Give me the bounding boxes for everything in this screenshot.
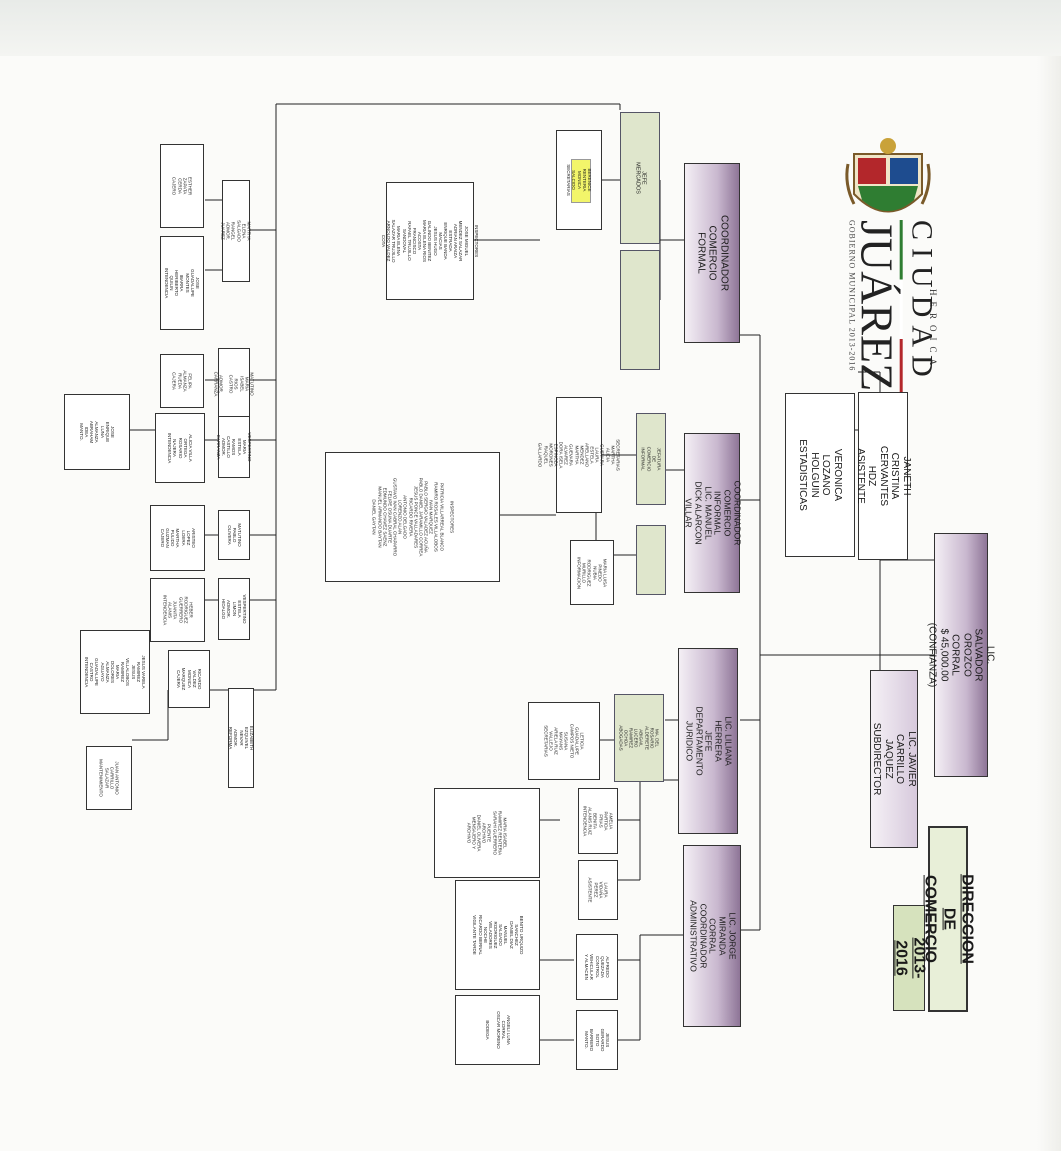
hidalgo-matutino-label: MATUTINO PABLO OLIVERA (226, 523, 242, 547)
mercado-juarez-label: MARTHA ELENA SALGADO RANGEL ADMOR. JUARE… (220, 220, 252, 242)
director-box: LIC. SALVADOR OROZCO CORRAL $ 45,000.00 … (927, 533, 996, 777)
jefe-mercados-label: JEFE MERCADOS (634, 162, 647, 194)
coord-admin-label: LIC. JORGE MIRANDA CORRAL COORDINADOR AD… (688, 900, 738, 972)
reforma-mantenimiento-label: JUAN ANTONIO CARRILLO SALAZAR MANTENIMIE… (98, 759, 120, 797)
logo-wordmark: CIUDAD JUÁREZ GOBIERNO MUNICIPAL 2013-20… (847, 220, 939, 400)
assistant-label: JANETH CRISTINA CERVANTES HDZ ASISTENTE (854, 445, 912, 507)
hidalgo-cajero-box: ARISTEO LOPEZ LOERA MARTHA PULIDO GUZMAN… (150, 505, 205, 571)
maintenance-box: JESUS GERARDO SOTO BARRERO MANTO. (576, 1010, 618, 1070)
title-box: DIRECCION DE COMERCIO (922, 826, 976, 1012)
assistant-admin-label: LAURA VIDAÑA PEREZ ASISTENTE (587, 877, 609, 903)
carranza-vespertino-box: VESPERTINO MARIA ESTELA RAMOS CASTILLO A… (216, 416, 253, 478)
carranza-intendencia-box: ALICIA VILLA ORTEGA ROSARIO NAJERA INTEN… (155, 413, 205, 483)
page-title: DIRECCION DE COMERCIO (921, 874, 976, 964)
night-guards-box: BENITO URQUIZO SANCHEZ DANIEL DIAZ MANUE… (455, 880, 540, 990)
mercado-juarez-box: MARTHA ELENA SALGADO RANGEL ADMOR. JUARE… (220, 180, 252, 282)
statistics-label: VERONICA LOZANO HOLGUIN ESTADISTICAS (797, 439, 844, 511)
formal-secretaries-label: BERENICE RENTERIA MONICA SALCIDO SECRETA… (566, 164, 592, 196)
hidalgo-matutino-box: MATUTINO PABLO OLIVERA (218, 510, 250, 560)
coord-admin-box: LIC. JORGE MIRANDA CORRAL COORDINADOR AD… (683, 845, 741, 1027)
director-label: LIC. SALVADOR OROZCO CORRAL $ 45,000.00 … (927, 622, 996, 688)
carranza-cajera-box: FELIPA ALMANZA RUEDA CAJERA (160, 354, 204, 408)
carranza-matutino-label: MATUTINO MARIA ISABEL RIOS CASTRO ADMOR.… (213, 371, 255, 397)
subdirector-label: LIC. JAVIER CARRILLO JAQUEZ SUBDIRECTOR (871, 722, 918, 796)
assistant-box: JANETH CRISTINA CERVANTES HDZ ASISTENTE (855, 392, 912, 560)
vehicle-control-box: ALFREDO QUEZADA CONTROL VEHICULAR Y ALMA… (576, 934, 618, 1000)
statistics-box: VERONICA LOZANO HOLGUIN ESTADISTICAS (785, 393, 855, 557)
jefatura-informal-box: JEFATURA DE COMERCIO INFORMAL (636, 413, 666, 505)
coord-informal-label: COORDINADOR COMERCIO INFORMAL LIC. MANUE… (683, 480, 743, 546)
jefatura-informal-label: JEFATURA DE COMERCIO INFORMAL (640, 446, 662, 472)
informal-secretaries-box: SECRETARIAS MARTHA ALICIA GUEVARA LAURA … (538, 397, 620, 513)
informacion-box: MARIA LUISA PINEDO NUBIA RODRIGUEZ MURIL… (570, 540, 614, 605)
formal-inspectors-label: INSPECTORES JOSE MIGUEL MENDEZ SALAZAR A… (381, 219, 480, 263)
reforma-intendencia-label: JESUS VARELA RAMIREZ JESUS VILLALOBOS RA… (84, 655, 147, 689)
informal-vacant-box (636, 525, 666, 595)
hidalgo-cajero-label: ARISTEO LOPEZ LOERA MARTHA PULIDO GUZMAN… (159, 528, 196, 548)
informal-inspectors-label: INSPECTORES PATRICIA VILLARREAL BLANCO R… (371, 477, 454, 557)
archive-box: MARIA ISABEL RAMIREZ RENTERIA SARAHI GUE… (434, 788, 540, 878)
hidalgo-vespertino-box: VESPERTINO ESTELA LIMON ADMOR. HIDALGO (218, 578, 250, 640)
coord-formal-label: COORDINADOR COMERCIO FORMAL (695, 214, 730, 292)
coord-informal-box: COORDINADOR COMERCIO INFORMAL LIC. MANUE… (683, 433, 743, 593)
informacion-label: MARIA LUISA PINEDO NUBIA RODRIGUEZ MURIL… (576, 556, 608, 589)
reforma-cajera-box: RICARDO VALDEZ MONICA MARQUEZ CAJERA (168, 650, 210, 708)
formal-secretaries-box: BERENICE RENTERIA MONICA SALCIDO SECRETA… (556, 130, 602, 230)
carranza-mantenimiento-box: JOSE ENRIQUE LUNA ALMANZA ABRAHAM IDEA M… (64, 394, 130, 470)
reforma-cajera-label: RICARDO VALDEZ MONICA MARQUEZ CAJERA (176, 667, 202, 691)
scan-top-edge (0, 0, 1061, 56)
highlight-mark (571, 159, 591, 203)
logo-city: CIUDAD (905, 220, 939, 385)
scan-right-edge (1037, 56, 1061, 1151)
legal-secretaries-box: LETICIA GUADALUPE CAMPOS NIETO SUSANA MA… (528, 702, 600, 780)
hidalgo-intendencia-box: HEBER RODRIGUEZ GUERRERO JUANITA ALANIS … (150, 578, 205, 642)
period-box: 2013-2016 (892, 905, 928, 1011)
informal-inspectors-box: INSPECTORES PATRICIA VILLARREAL BLANCO R… (325, 452, 500, 582)
carranza-mantenimiento-label: JOSE ENRIQUE LUNA ALMANZA ABRAHAM IDEA M… (79, 420, 116, 444)
informal-secretaries-label: SECRETARIAS MARTHA ALICIA GUEVARA LAURA … (537, 439, 621, 471)
juarez-intendencia-box: JOSE GUADALUPE MONTES IBARRA HERIBERTO Q… (160, 236, 204, 330)
warehouse-label: ANGELI LUNA CORRAL OSCAR MORENO BODEGA (484, 1011, 511, 1049)
period-label: 2013-2016 (892, 937, 928, 979)
reforma-mantenimiento-box: JUAN ANTONIO CARRILLO SALAZAR MANTENIMIE… (86, 746, 132, 810)
warehouse-box: ANGELI LUNA CORRAL OSCAR MORENO BODEGA (455, 995, 540, 1065)
juarez-intendencia-label: JOSE GUADALUPE MONTES IBARRA HERIBERTO Q… (164, 267, 201, 299)
carranza-vespertino-label: VESPERTINO MARIA ESTELA RAMOS CASTILLO A… (216, 432, 253, 462)
formal-inspectors-box: INSPECTORES JOSE MIGUEL MENDEZ SALAZAR A… (381, 182, 479, 300)
legal-secretaries-label: LETICIA GUADALUPE CAMPOS NIETO SUSANA MA… (543, 723, 585, 759)
coord-formal-box: COORDINADOR COMERCIO FORMAL (684, 163, 740, 343)
night-guards-label: BENITO URQUIZO SANCHEZ DANIEL DIAZ MANUE… (471, 914, 524, 955)
abogadas-box: MA. DEL ROSARIO ALDERETE ABIGAIL LUCERO … (614, 694, 664, 782)
carranza-intendencia-label: ALICIA VILLA ORTEGA ROSARIO NAJERA INTEN… (167, 432, 193, 464)
carranza-matutino-box: MATUTINO MARIA ISABEL RIOS CASTRO ADMOR.… (213, 348, 255, 420)
coat-of-arms-icon (845, 138, 931, 213)
logo-ciudad-juarez: HEROICA CIUDAD JUÁREZ GOBIERNO MUNICIPAL… (838, 130, 948, 420)
assistant-admin-box: LAURA VIDAÑA PEREZ ASISTENTE (578, 860, 618, 920)
formal-vacant-box (620, 250, 660, 370)
reforma-box: ELIZABETH EZQUIVEL NEVAR ADMOR. REFORMA (228, 688, 254, 788)
jefe-mercados-box: JEFE MERCADOS (620, 112, 660, 244)
abogadas-label: MA. DEL ROSARIO ALDERETE ABIGAIL LUCERO … (618, 725, 660, 751)
vehicle-control-label: ALFREDO QUEZADA CONTROL VEHICULAR Y ALMA… (584, 954, 610, 980)
jefe-juridico-box: LIC. LILIANA HERRERA JEFE DEPARTAMENTO J… (678, 648, 738, 834)
logo-name: JUÁREZ (851, 220, 903, 392)
reforma-intendencia-box: JESUS VARELA RAMIREZ JESUS VILLALOBOS RA… (80, 630, 150, 714)
juarez-cajero-label: ESTHER ZAPATA CERDA CAJERO (171, 176, 193, 196)
juarez-cajero-box: ESTHER ZAPATA CERDA CAJERO (160, 144, 204, 228)
jefe-juridico-label: LIC. LILIANA HERRERA JEFE DEPARTAMENTO J… (684, 706, 734, 776)
reforma-label: ELIZABETH EZQUIVEL NEVAR ADMOR. REFORMA (228, 725, 254, 751)
intendencia-box: AMELIA PARTIDA FRIAS BENITA ALANIS RUIZ … (578, 788, 618, 854)
maintenance-label: JESUS GERARDO SOTO BARRERO MANTO. (584, 1028, 610, 1052)
intendencia-label: AMELIA PARTIDA FRIAS BENITA ALANIS RUIZ … (582, 805, 614, 837)
hidalgo-vespertino-label: VESPERTINO ESTELA LIMON ADMOR. HIDALGO (221, 594, 247, 624)
subdirector-box: LIC. JAVIER CARRILLO JAQUEZ SUBDIRECTOR (870, 670, 918, 848)
hidalgo-intendencia-label: HEBER RODRIGUEZ GUERRERO JUANITA ALANIS … (162, 594, 194, 626)
carranza-cajera-label: FELIPA ALMANZA RUEDA CAJERA (171, 370, 193, 392)
archive-label: MARIA ISABEL RAMIREZ RENTERIA SARAHI GUE… (466, 810, 508, 856)
